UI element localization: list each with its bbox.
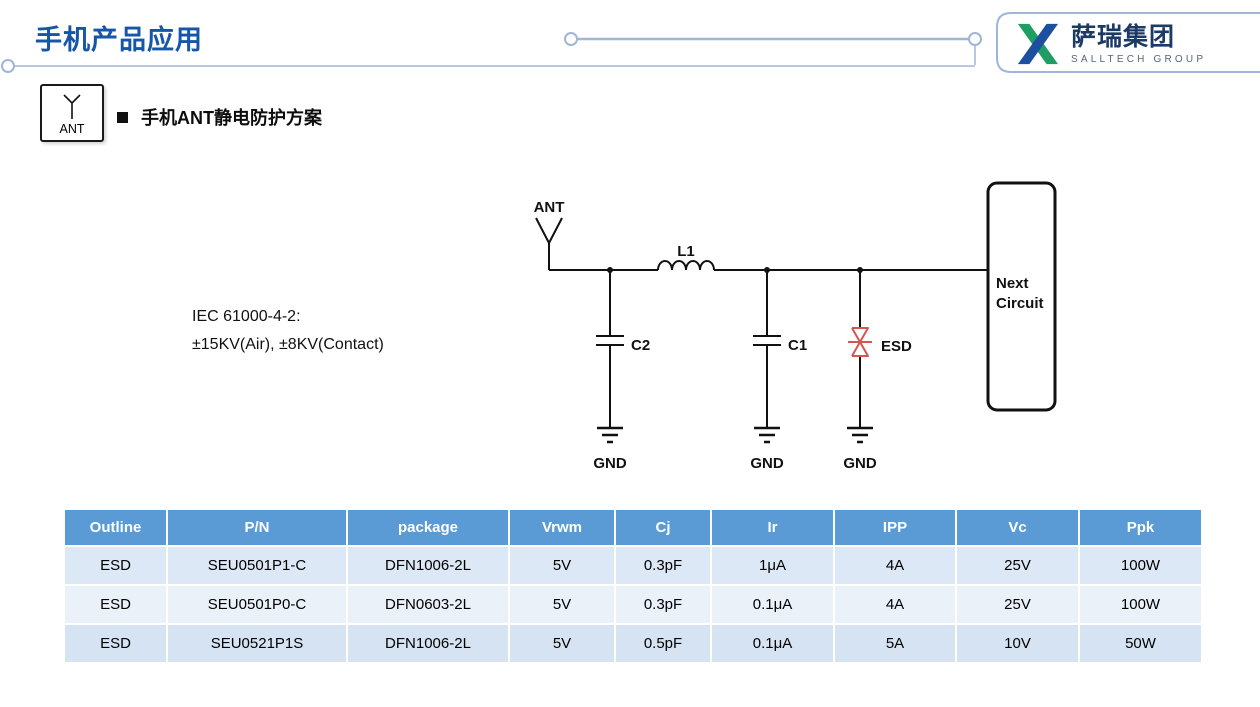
table-cell: 5V: [508, 623, 616, 664]
table-cell: SEU0501P0-C: [166, 584, 348, 625]
table-row: ESD SEU0521P1S DFN1006-2L 5V 0.5pF 0.1μA…: [63, 623, 1203, 664]
gnd-symbol: [847, 426, 873, 444]
gnd-label: GND: [843, 455, 877, 472]
col-header-package: package: [346, 508, 510, 547]
table-cell: 0.1μA: [710, 584, 835, 625]
table-cell: DFN0603-2L: [346, 584, 510, 625]
table-cell: ESD: [63, 623, 168, 664]
table-cell: 100W: [1078, 545, 1203, 586]
table-cell: SEU0501P1-C: [166, 545, 348, 586]
salltech-logo: 萨瑞集团 SALLTECH GROUP: [1010, 22, 1206, 66]
next-circuit-label-line2: Circuit: [996, 295, 1044, 312]
table-cell: 50W: [1078, 623, 1203, 664]
gnd-label: GND: [750, 455, 784, 472]
table-cell: DFN1006-2L: [346, 623, 510, 664]
ant-box-label: ANT: [59, 122, 85, 136]
capacitor-c1: [753, 270, 781, 428]
section-heading-text: 手机ANT静电防护方案: [141, 108, 322, 128]
table-cell: 10V: [955, 623, 1080, 664]
table-cell: ESD: [63, 545, 168, 586]
iec-line1: IEC 61000-4-2:: [192, 308, 301, 325]
table-cell: 4A: [833, 545, 957, 586]
col-header-ipp: IPP: [833, 508, 957, 547]
table-cell: 5V: [508, 545, 616, 586]
esd-label: ESD: [881, 338, 912, 355]
table-cell: 0.5pF: [614, 623, 712, 664]
col-header-outline: Outline: [63, 508, 168, 547]
logo-blue-bar: [1017, 23, 1059, 65]
antenna-symbol: [535, 217, 563, 270]
bullet-square-icon: [117, 111, 128, 123]
col-header-vc: Vc: [955, 508, 1080, 547]
antenna-icon: [63, 94, 81, 119]
table-cell: 0.3pF: [614, 584, 712, 625]
esd-diode-symbol: [848, 270, 872, 428]
table-cell: 0.1μA: [710, 623, 835, 664]
table-cell: DFN1006-2L: [346, 545, 510, 586]
next-circuit-box: [986, 181, 1057, 412]
table-cell: 5V: [508, 584, 616, 625]
iec-line2: ±15KV(Air), ±8KV(Contact): [192, 336, 384, 353]
logo-brand-cn: 萨瑞集团: [1071, 23, 1176, 51]
section-heading: 手机ANT静电防护方案: [117, 104, 322, 130]
logo-brand-en: SALLTECH GROUP: [1071, 54, 1207, 65]
table-header-row: Outline P/N package Vrwm Cj Ir IPP Vc Pp…: [63, 508, 1203, 547]
logo-text: 萨瑞集团 SALLTECH GROUP: [1071, 23, 1206, 65]
col-header-ir: Ir: [710, 508, 835, 547]
next-circuit-label-line1: Next: [996, 275, 1029, 292]
gnd-symbol: [597, 426, 623, 444]
table-cell: ESD: [63, 584, 168, 625]
c2-label: C2: [631, 337, 650, 354]
table-cell: 100W: [1078, 584, 1203, 625]
table-cell: 4A: [833, 584, 957, 625]
iec-standard-note: IEC 61000-4-2: ±15KV(Air), ±8KV(Contact): [192, 303, 384, 359]
page-title: 手机产品应用: [35, 25, 203, 55]
gnd-symbol: [754, 426, 780, 444]
ant-icon-box: ANT: [40, 84, 104, 142]
ant-label: ANT: [534, 199, 565, 216]
col-header-vrwm: Vrwm: [508, 508, 616, 547]
gnd-label: GND: [593, 455, 627, 472]
inductor-l1: [657, 260, 715, 271]
table-cell: 25V: [955, 584, 1080, 625]
col-header-pn: P/N: [166, 508, 348, 547]
c1-label: C1: [788, 337, 807, 354]
table-row: ESD SEU0501P1-C DFN1006-2L 5V 0.3pF 1μA …: [63, 545, 1203, 586]
col-header-cj: Cj: [614, 508, 712, 547]
table-cell: SEU0521P1S: [166, 623, 348, 664]
salltech-logo-icon: [1017, 23, 1059, 65]
esd-spec-table: Outline P/N package Vrwm Cj Ir IPP Vc Pp…: [63, 508, 1203, 664]
table-cell: 5A: [833, 623, 957, 664]
col-header-ppk: Ppk: [1078, 508, 1203, 547]
table-cell: 1μA: [710, 545, 835, 586]
circuit-diagram: ANT L1 C2 C1 ESD: [534, 181, 1057, 472]
l1-label: L1: [677, 243, 695, 260]
table-row: ESD SEU0501P0-C DFN0603-2L 5V 0.3pF 0.1μ…: [63, 584, 1203, 625]
table-cell: 25V: [955, 545, 1080, 586]
capacitor-c2: [596, 270, 624, 428]
table-cell: 0.3pF: [614, 545, 712, 586]
